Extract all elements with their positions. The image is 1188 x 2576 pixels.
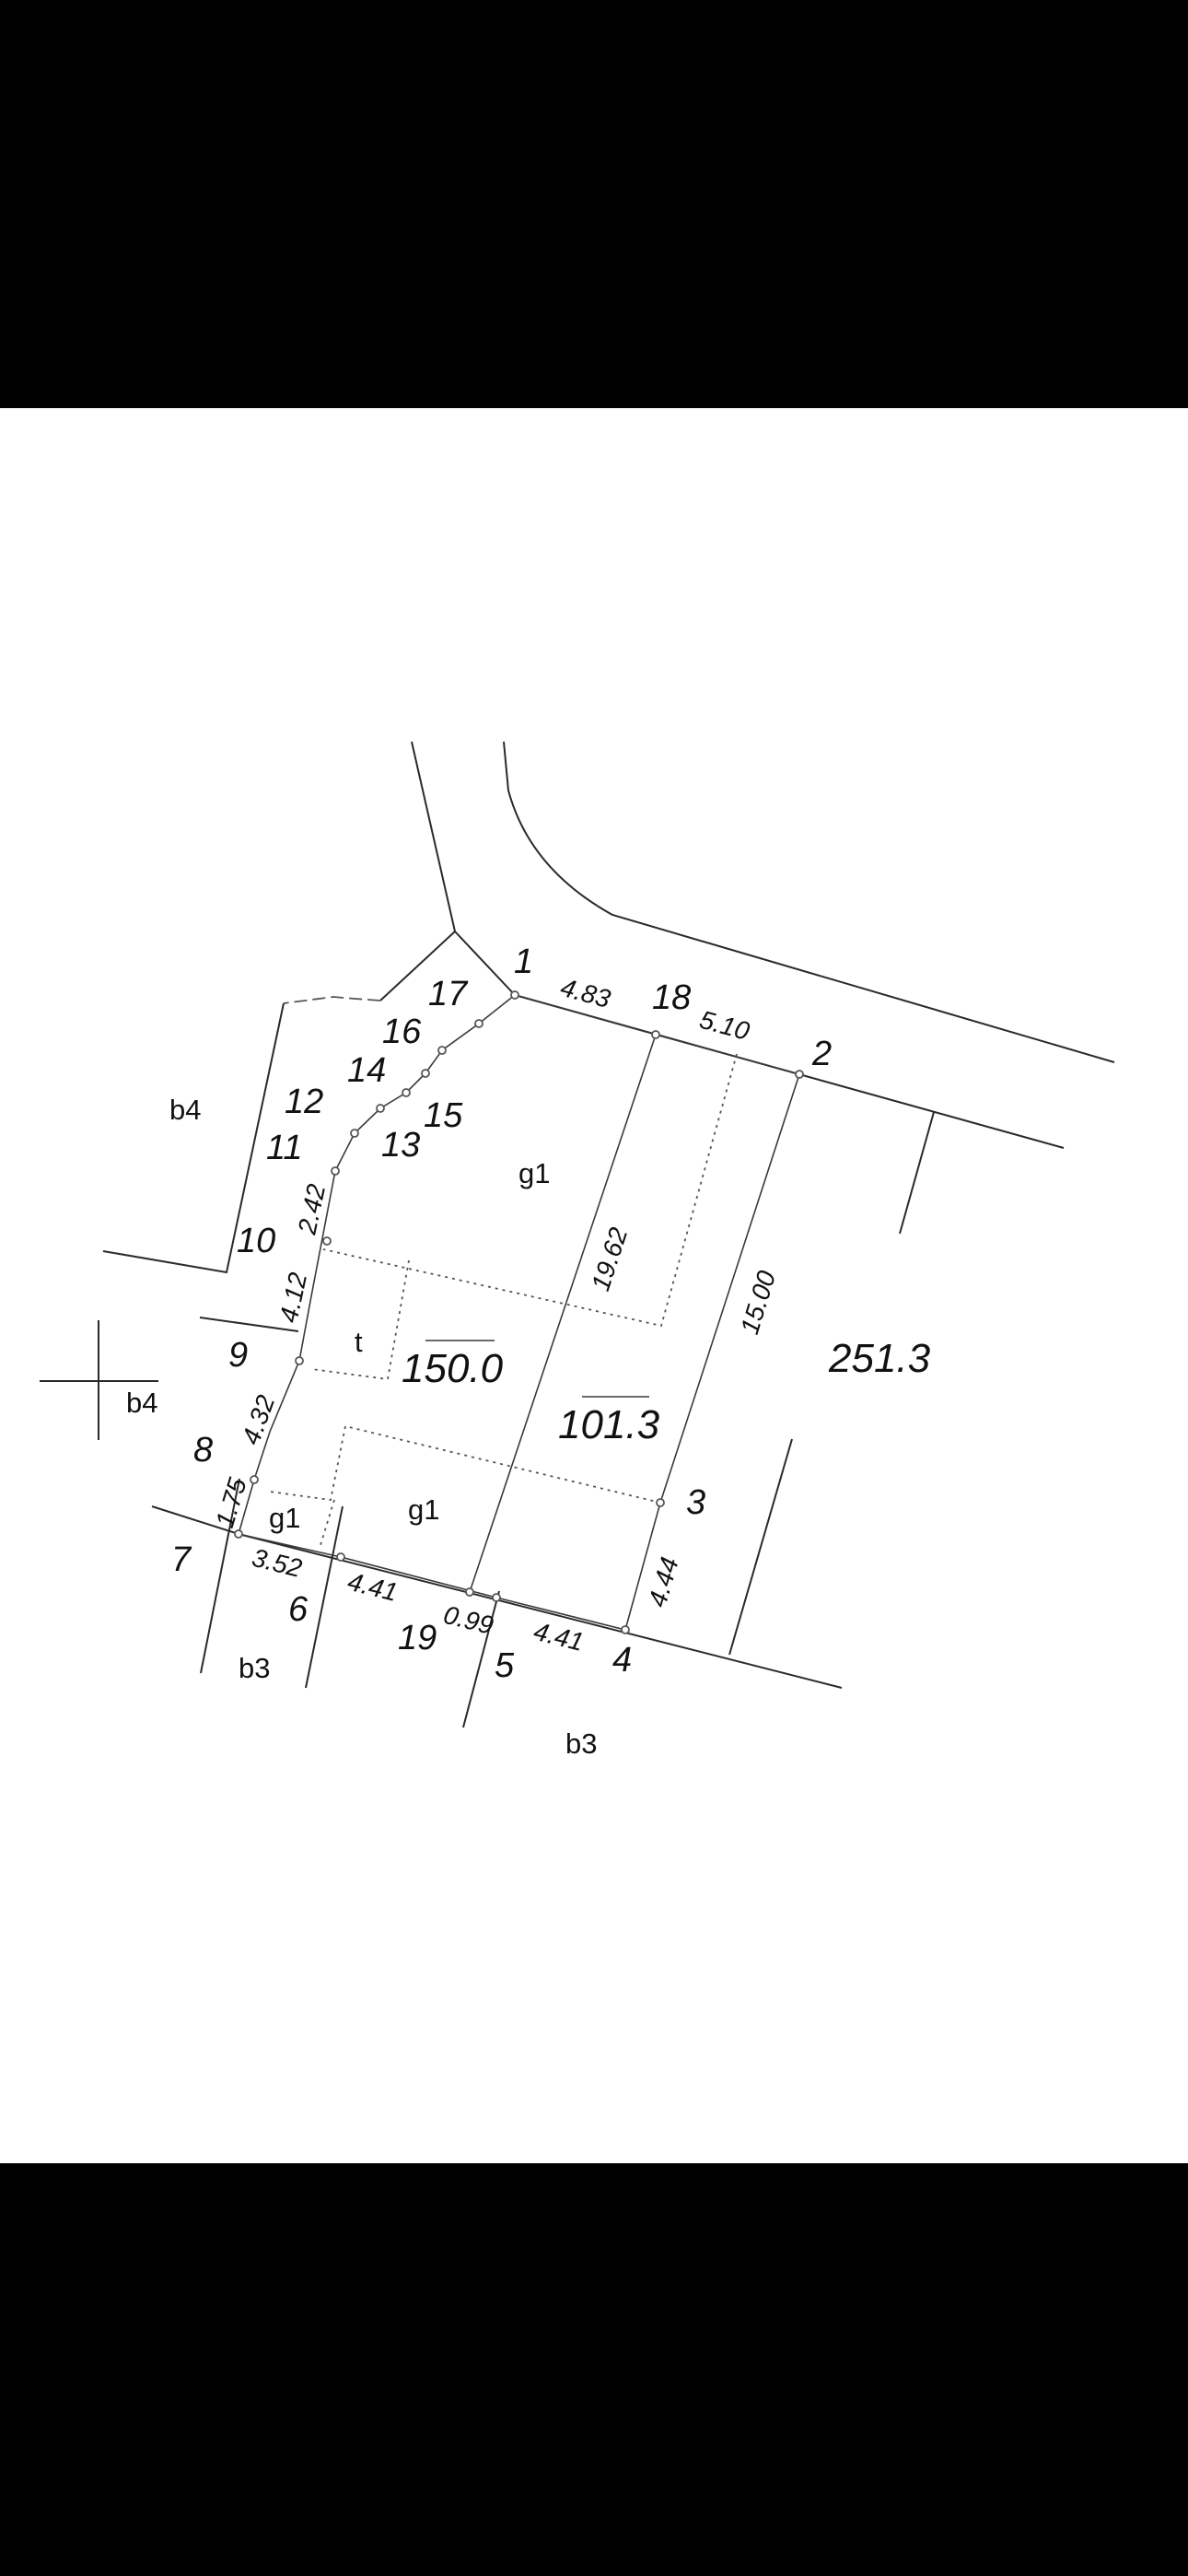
zone-b4-lower: b4 <box>126 1387 157 1419</box>
south-boundary <box>238 1533 843 1689</box>
point-label-3: 3 <box>686 1483 705 1522</box>
point-label-10: 10 <box>237 1222 275 1260</box>
dashed-boundary <box>283 996 381 1004</box>
parcel-outline <box>237 994 801 1631</box>
dim-7-8: 1.75 <box>210 1474 252 1531</box>
vertex-19 <box>465 1587 474 1597</box>
zone-b3-left: b3 <box>239 1652 270 1684</box>
b3-divider-mid <box>305 1505 344 1689</box>
vertex-14 <box>402 1088 411 1097</box>
point-label-11: 11 <box>266 1129 302 1167</box>
surrounding-lines <box>40 741 1115 1728</box>
b4-upper-boundary <box>102 1002 285 1274</box>
vertex-4 <box>621 1625 630 1634</box>
vertex-1 <box>510 990 519 1000</box>
dim-1-18: 4.83 <box>557 973 613 1013</box>
vertex-2 <box>795 1070 804 1079</box>
vertex-7 <box>234 1529 243 1539</box>
point-label-9: 9 <box>228 1336 248 1375</box>
point-labels: 1 2 3 4 5 6 7 8 9 10 11 12 13 14 15 16 1… <box>171 943 832 1685</box>
area-label-251: 251.3 <box>828 1336 931 1381</box>
area-labels: 150.0 101.3 251.3 <box>402 1336 931 1447</box>
vertex-9 <box>295 1356 304 1365</box>
vertex-12 <box>350 1129 359 1138</box>
dotted-internal-lines <box>269 1053 738 1546</box>
vertex-17 <box>474 1019 483 1028</box>
zone-g1-small: g1 <box>269 1502 300 1534</box>
area-label-101: 101.3 <box>558 1402 660 1447</box>
zone-b3-right: b3 <box>565 1727 597 1760</box>
point-label-15: 15 <box>424 1096 463 1135</box>
b3-divider-right <box>462 1590 500 1728</box>
b4-lower-boundary <box>199 1317 299 1332</box>
dim-8-9: 4.32 <box>237 1391 281 1448</box>
dim-18-19: 19.62 <box>586 1224 633 1294</box>
neighbor-line-17 <box>379 931 456 1001</box>
road-edge-upper-left <box>411 741 456 932</box>
dotted-house-t <box>310 1259 410 1381</box>
zone-b4-upper: b4 <box>169 1094 201 1126</box>
vertex-13 <box>376 1104 385 1113</box>
point-label-2: 2 <box>811 1035 832 1073</box>
cadastral-sheet: 1 2 3 4 5 6 7 8 9 10 11 12 13 14 15 16 1… <box>0 408 1188 2163</box>
internal-line-18-19 <box>469 1034 657 1593</box>
road-corner-link <box>454 931 516 996</box>
dotted-g1-small <box>320 1499 335 1546</box>
dim-2-3: 15.00 <box>735 1267 781 1337</box>
point-label-5: 5 <box>495 1646 515 1685</box>
vertex-markers <box>234 990 804 1634</box>
vertex-6 <box>336 1552 345 1562</box>
zone-labels: g1 g1 g1 t b4 b4 b3 b3 <box>126 1094 597 1760</box>
dotted-18-right <box>322 1053 738 1328</box>
point-label-6: 6 <box>288 1590 309 1629</box>
zone-g1-upper: g1 <box>518 1157 550 1189</box>
road-edge-upper-right-curve <box>503 741 1115 1063</box>
vertex-3 <box>656 1498 665 1507</box>
east-parcel-line-top <box>899 1111 935 1235</box>
dim-10-11: 2.42 <box>292 1181 331 1237</box>
vertex-15 <box>421 1069 430 1078</box>
dotted-g1-lower <box>269 1424 661 1504</box>
zone-t: t <box>355 1326 363 1358</box>
point-label-14: 14 <box>347 1051 386 1090</box>
point-label-19: 19 <box>398 1619 437 1657</box>
point-label-13: 13 <box>381 1126 420 1165</box>
area-marks <box>425 1340 649 1398</box>
area-label-150: 150.0 <box>402 1346 504 1391</box>
point-label-1: 1 <box>514 943 533 981</box>
point-label-7: 7 <box>171 1540 192 1579</box>
vertex-11 <box>331 1166 340 1176</box>
point-label-8: 8 <box>193 1431 213 1469</box>
point-label-17: 17 <box>428 975 469 1013</box>
dim-19-5: 0.99 <box>441 1600 496 1640</box>
dim-3-4: 4.44 <box>643 1554 684 1610</box>
vertex-16 <box>437 1046 447 1055</box>
point-label-12: 12 <box>285 1083 323 1121</box>
east-parcel-line-bottom <box>728 1438 793 1656</box>
b3-divider-left <box>200 1478 240 1674</box>
boundary-7-start <box>151 1505 239 1535</box>
point-label-18: 18 <box>652 978 691 1017</box>
zone-g1-lower: g1 <box>408 1493 439 1526</box>
dimension-labels: 4.83 5.10 19.62 15.00 4.44 4.41 0.99 4.4… <box>210 973 781 1657</box>
dim-9-10: 4.12 <box>274 1270 313 1325</box>
point-label-4: 4 <box>612 1641 632 1680</box>
parcel-boundary <box>237 994 801 1631</box>
vertex-5 <box>492 1593 501 1602</box>
vertex-8 <box>250 1475 259 1484</box>
dim-18-2: 5.10 <box>696 1005 752 1046</box>
vertex-18 <box>651 1030 660 1039</box>
cadastral-plan: 1 2 3 4 5 6 7 8 9 10 11 12 13 14 15 16 1… <box>40 741 1115 1760</box>
dim-5-4: 4.41 <box>531 1617 587 1657</box>
point-label-16: 16 <box>382 1013 422 1051</box>
vertex-10 <box>322 1236 332 1246</box>
